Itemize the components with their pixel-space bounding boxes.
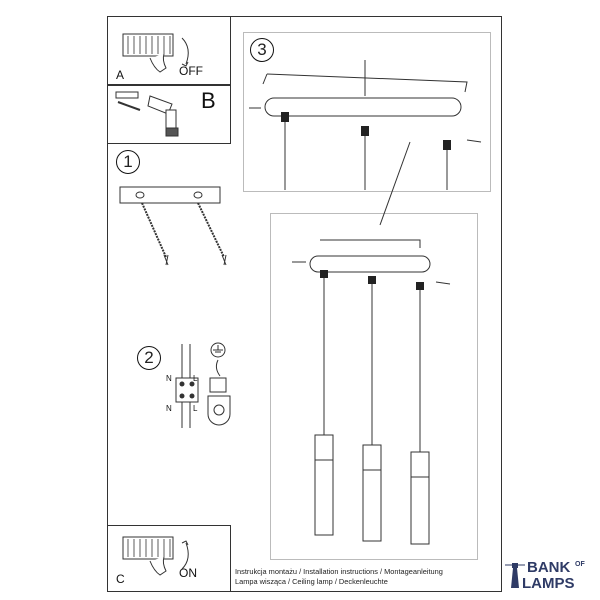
panel-b-letter: B (201, 88, 216, 113)
lighthouse-logo-icon (505, 563, 525, 588)
fuse-box-off-illustration (122, 33, 189, 73)
panel-a-frame (107, 16, 231, 85)
step1-number: 1 (116, 150, 140, 174)
drill-tools-illustration (115, 91, 179, 137)
step3-number: 3 (250, 38, 274, 62)
page-border (107, 16, 502, 592)
panel-c-on-label: ON (179, 566, 197, 580)
fuse-box-on-illustration (122, 536, 189, 576)
panel-c-frame (107, 525, 231, 592)
step3-inset-top (243, 32, 491, 192)
step1-mounting-illustration (119, 186, 227, 266)
footer-instructions: Instrukcja montażu / Installation instru… (235, 567, 443, 576)
step3-inset-bottom (270, 213, 478, 560)
panel-a-letter: A (116, 68, 125, 82)
panel-a-off-label: OFF (179, 64, 203, 78)
wire-n-bottom: N (166, 404, 172, 413)
wire-l-top: L (193, 374, 198, 383)
ground-terminal-illustration (207, 342, 231, 426)
wire-n-top: N (166, 374, 172, 383)
brand-word-of: OF (575, 561, 585, 568)
connector-block-illustration (175, 344, 199, 428)
step2-text: 2 (144, 348, 154, 367)
footer-product-type: Lampa wisząca / Ceiling lamp / Deckenleu… (235, 577, 388, 586)
step3-top-illustration (249, 60, 482, 226)
brand-word-lamps: LAMPS (522, 575, 575, 592)
step2-number: 2 (137, 346, 161, 370)
brand-word-bank: BANK (527, 559, 571, 576)
pendant-lamp-illustration (292, 239, 451, 545)
step1-text: 1 (123, 152, 133, 171)
panel-c-letter: C (116, 572, 125, 586)
step3-text: 3 (257, 40, 267, 59)
panel-b-frame (107, 85, 231, 144)
wire-l-bottom: L (193, 404, 198, 413)
